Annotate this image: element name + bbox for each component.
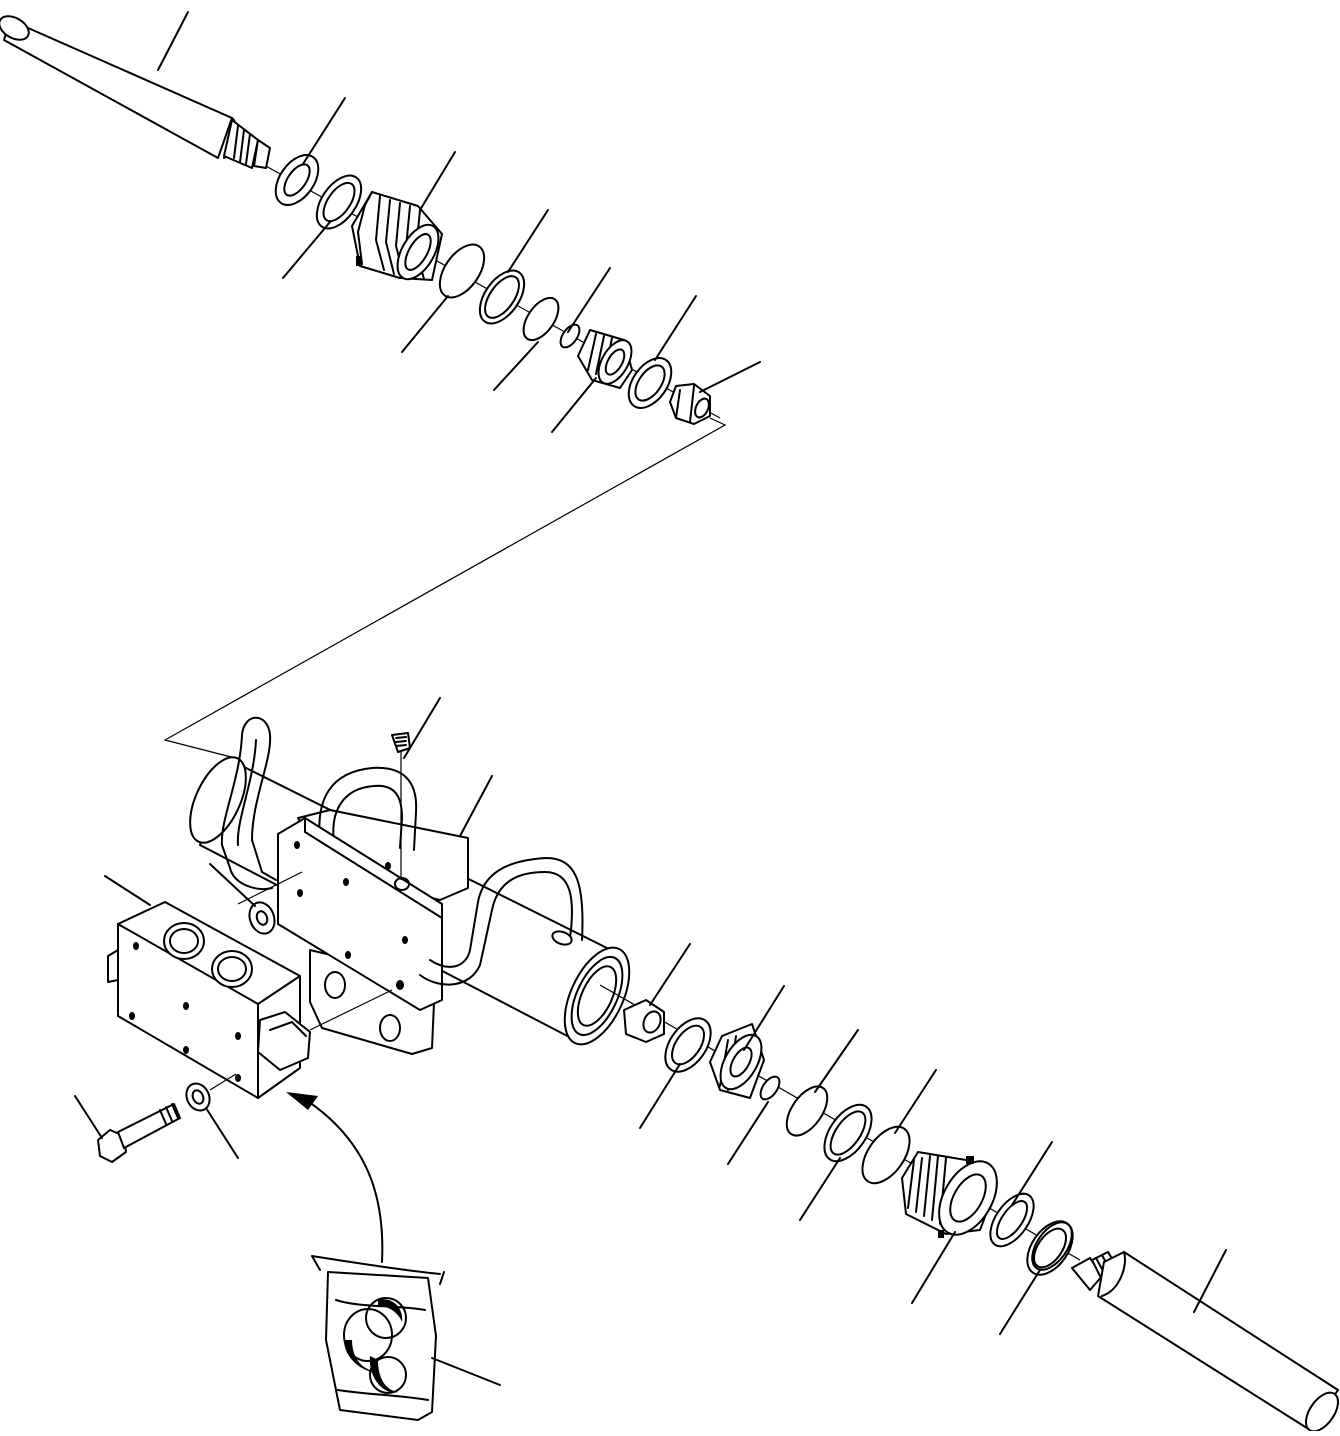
bolt bbox=[98, 1104, 180, 1162]
upper-rod bbox=[0, 11, 270, 168]
lower-piston bbox=[710, 1024, 770, 1098]
upper-piston bbox=[578, 330, 638, 389]
block-washer bbox=[245, 899, 278, 937]
upper-backup-ring bbox=[471, 263, 533, 332]
tube-2 bbox=[420, 858, 583, 985]
lower-o-ring-small bbox=[757, 1073, 783, 1102]
upper-ring-1 bbox=[308, 168, 370, 237]
lower-washer-2 bbox=[1018, 1213, 1082, 1283]
upper-o-ring-2 bbox=[517, 292, 566, 346]
lower-ring-1 bbox=[982, 1186, 1043, 1254]
side-plate bbox=[278, 818, 442, 1010]
lower-leader-lines bbox=[75, 698, 1226, 1385]
upper-washer-2 bbox=[620, 350, 680, 415]
pointer-arrow bbox=[286, 1092, 382, 1262]
assembly-link-lines bbox=[165, 418, 725, 758]
upper-washer-1 bbox=[267, 147, 327, 212]
upper-o-ring-small bbox=[557, 321, 583, 350]
upper-assembly bbox=[0, 11, 720, 424]
lower-rod bbox=[1072, 1252, 1340, 1431]
seal-kit-bag bbox=[312, 1256, 444, 1420]
lower-backup-ring bbox=[815, 1096, 881, 1169]
lower-threaded-body bbox=[902, 1151, 1009, 1238]
lower-o-ring-1 bbox=[779, 1079, 836, 1142]
valve-housing bbox=[298, 768, 468, 1054]
lower-o-ring-2 bbox=[853, 1118, 919, 1191]
upper-threaded-body bbox=[352, 192, 447, 286]
front-valve-block bbox=[108, 902, 310, 1098]
lower-assembly bbox=[98, 718, 1340, 1431]
lower-nut bbox=[624, 1000, 664, 1042]
lower-washer-1 bbox=[656, 1010, 720, 1080]
upper-o-ring-1 bbox=[431, 237, 493, 306]
upper-nut bbox=[670, 384, 712, 424]
upper-leader-lines bbox=[158, 12, 760, 432]
bolt-washer bbox=[182, 1080, 214, 1115]
